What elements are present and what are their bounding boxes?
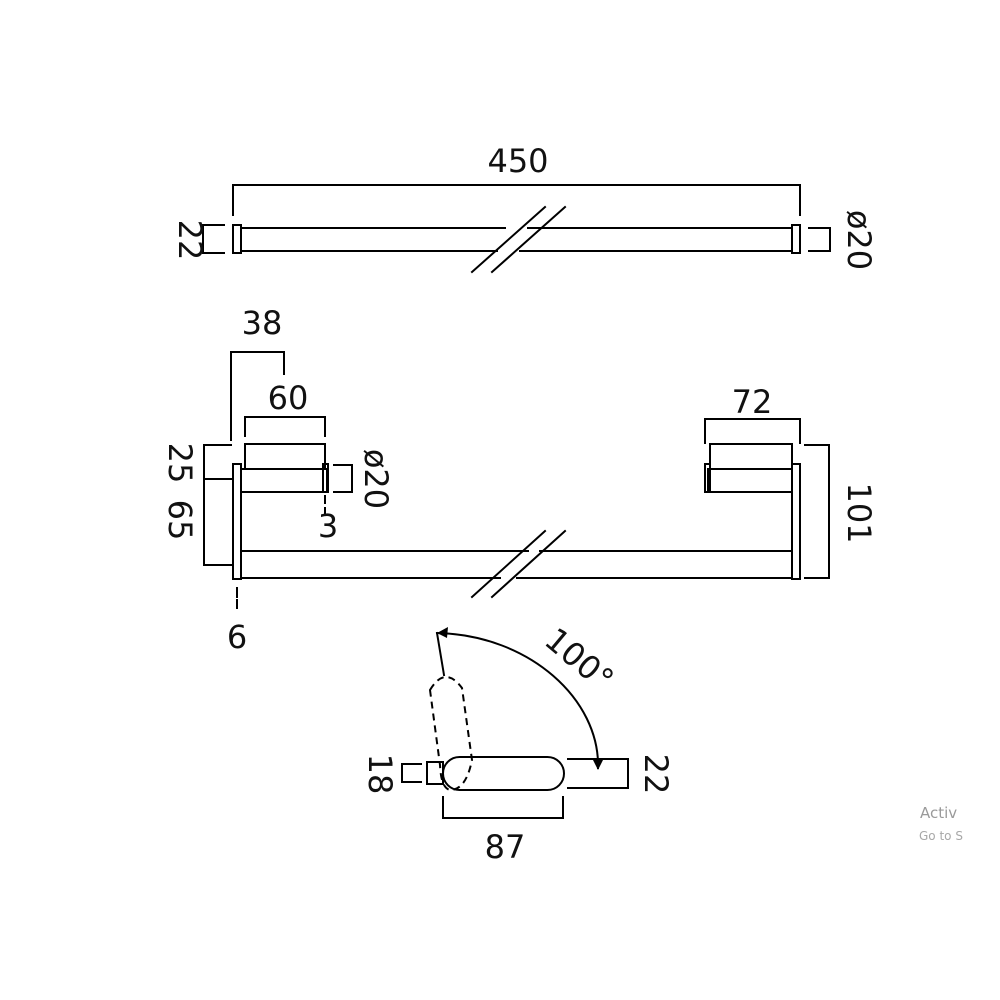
swing-view bbox=[401, 627, 629, 819]
break-line-2 bbox=[490, 205, 567, 274]
activation-watermark-line2: Go to S bbox=[919, 829, 963, 843]
bracket-offset-label: 38 bbox=[242, 304, 283, 342]
end-cap-label: 22 bbox=[171, 220, 209, 261]
arc-arrowhead-end bbox=[593, 760, 603, 770]
left-bracket-tip bbox=[322, 463, 329, 493]
arc-leader bbox=[435, 631, 446, 677]
rotated-arm-outline bbox=[428, 676, 474, 792]
break-line-1 bbox=[470, 205, 547, 274]
arm-thickness-label: 18 bbox=[361, 754, 399, 795]
left-outer-dim-bracket bbox=[203, 444, 232, 566]
top-view bbox=[202, 184, 831, 274]
bracket-width-right-label: 72 bbox=[732, 383, 773, 421]
bracket-width-left-label: 25 bbox=[161, 443, 199, 484]
swing-arc bbox=[435, 631, 600, 770]
projection-dim-bracket bbox=[804, 444, 830, 579]
side-diameter-bracket bbox=[333, 464, 353, 493]
diameter-dim-bracket bbox=[808, 227, 831, 252]
arc-arrowhead-start bbox=[437, 627, 448, 638]
arm-body bbox=[442, 756, 565, 791]
left-wall-plate bbox=[232, 463, 242, 580]
right-wall-plate bbox=[791, 463, 801, 580]
bracket-depth-dim-line bbox=[244, 416, 326, 437]
left-bracket-arm bbox=[244, 443, 326, 470]
right-bracket-dim-line bbox=[704, 418, 801, 444]
side-break-line-2 bbox=[490, 529, 567, 599]
right-bracket-tip bbox=[704, 463, 711, 493]
left-bracket-bar bbox=[240, 468, 328, 493]
right-bracket-bar bbox=[707, 468, 793, 493]
arm-height-bracket bbox=[567, 758, 629, 789]
gap-label: 3 bbox=[318, 507, 338, 545]
arm-height-label: 22 bbox=[637, 754, 675, 795]
wall-plate-label: 6 bbox=[227, 618, 247, 656]
left-end-cap bbox=[232, 224, 242, 254]
activation-watermark-line1: Activ bbox=[920, 804, 957, 822]
side-view bbox=[203, 351, 830, 609]
top-diameter-label: ø20 bbox=[840, 210, 878, 270]
swing-angle-label: 100° bbox=[538, 620, 621, 699]
overall-projection-label: 101 bbox=[840, 482, 878, 543]
bracket-depth-label: 60 bbox=[268, 379, 309, 417]
side-break-line-1 bbox=[470, 529, 547, 599]
arm-length-label: 87 bbox=[485, 828, 526, 866]
right-bracket-arm bbox=[709, 443, 793, 470]
overall-length-label: 450 bbox=[487, 142, 548, 180]
offset-leader bbox=[230, 351, 285, 441]
right-end-cap bbox=[791, 224, 801, 254]
end-cap-dim-bracket bbox=[202, 224, 225, 254]
bracket-projection-label: 65 bbox=[161, 500, 199, 541]
side-diameter-label: ø20 bbox=[357, 449, 395, 509]
arm-thickness-bracket bbox=[401, 763, 422, 783]
arm-length-dim-line bbox=[442, 796, 564, 819]
length-dimension-line bbox=[232, 184, 801, 216]
